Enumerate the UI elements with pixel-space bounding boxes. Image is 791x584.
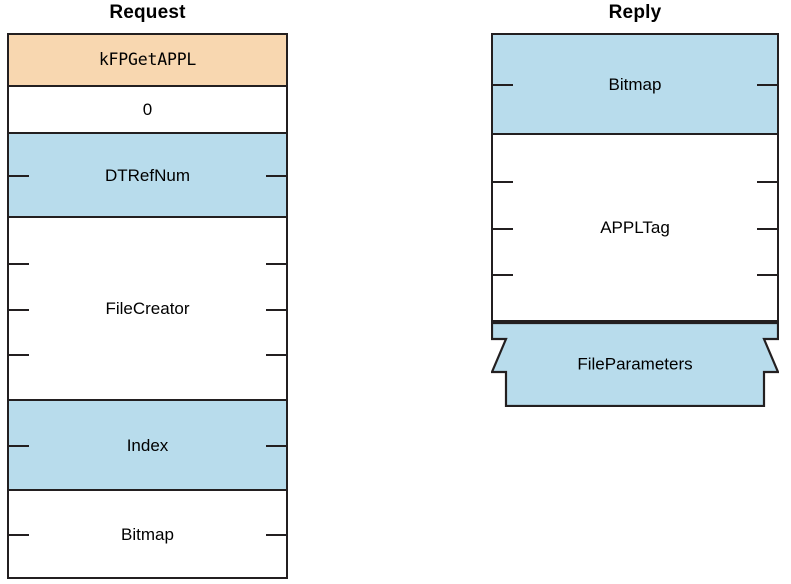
reply-field-fileparameters: FileParameters [491,322,779,407]
tick-mark-right [757,273,779,276]
tick-mark-right [266,445,288,447]
request-column-title: Request [109,2,186,23]
tick-mark-right [266,263,288,266]
reply-column-title: Reply [608,2,662,23]
tick-mark-left [491,181,513,184]
request-field-bitmap-label: Bitmap [121,524,174,544]
tick-mark-right [266,175,288,177]
tick-mark-right [266,534,288,536]
tick-mark-left [7,534,29,536]
reply-field-appltag: APPLTag [491,133,779,322]
request-field-dtrefnum: DTRefNum [7,132,288,216]
tick-mark-left [491,84,513,86]
torn-edge-shape [491,322,779,407]
tick-mark-left [7,308,29,311]
tick-mark-left [7,445,29,447]
tick-mark-right [266,353,288,356]
tick-mark-right [757,227,779,230]
reply-field-bitmap-label: Bitmap [608,74,662,94]
tick-mark-left [7,175,29,177]
request-field-pad-label: 0 [142,100,153,119]
tick-mark-right [757,84,779,86]
request-field-pad: 0 [7,85,288,132]
tick-mark-left [491,273,513,276]
request-field-index: Index [7,399,288,489]
request-field-filecreator-label: FileCreator [105,299,190,318]
reply-field-bitmap: Bitmap [491,33,779,133]
request-field-command: kFPGetAPPL [7,33,288,85]
tick-mark-left [7,263,29,266]
tick-mark-left [7,353,29,356]
tick-mark-right [266,308,288,311]
reply-packet-column: Bitmap APPLTag FileParameters [491,33,779,407]
request-packet-column: kFPGetAPPL 0 DTRefNum FileCreator Index [7,33,288,579]
request-field-filecreator: FileCreator [7,216,288,399]
request-field-bitmap: Bitmap [7,489,288,579]
tick-mark-left [491,227,513,230]
tick-mark-right [757,181,779,184]
reply-field-appltag-label: APPLTag [600,218,670,237]
request-field-command-label: kFPGetAPPL [98,49,197,69]
request-field-index-label: Index [126,435,169,455]
request-field-dtrefnum-label: DTRefNum [104,165,190,185]
